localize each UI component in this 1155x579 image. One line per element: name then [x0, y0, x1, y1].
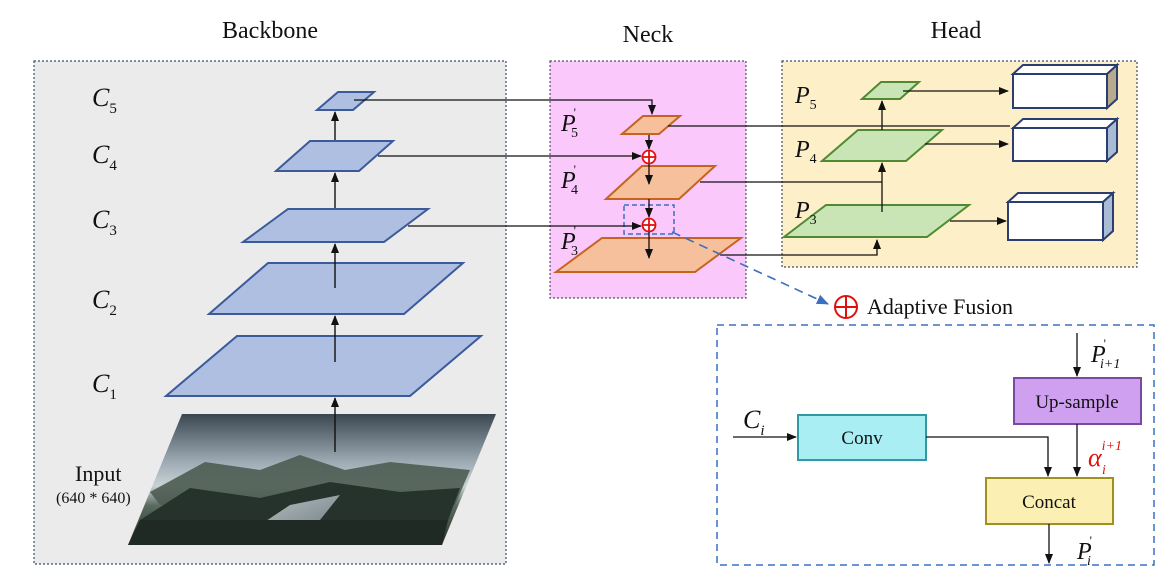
- label-pi1-prime: P'i+1: [1090, 336, 1120, 372]
- backbone-title: Backbone: [222, 18, 318, 44]
- concat-label: Concat: [1022, 492, 1077, 513]
- detector-box-p3: [1005, 190, 1116, 243]
- label-head-p3: P3: [794, 198, 817, 228]
- conv-block: [797, 414, 927, 461]
- label-neck-p3: P'3: [560, 223, 578, 259]
- label-head-p4: P4: [794, 137, 817, 167]
- input-size: (640 * 640): [56, 490, 131, 507]
- head-arrows: [668, 87, 1010, 256]
- detector-box-p4: [1010, 116, 1120, 164]
- head-labels: P5 P4 P3: [794, 83, 817, 228]
- label-head-p5: P5: [794, 83, 817, 113]
- detector-box-p5: [1010, 62, 1120, 111]
- label-c3: C3: [92, 205, 117, 239]
- concat-block: [985, 477, 1114, 525]
- upsample-block: [1013, 377, 1142, 425]
- backbone-layer-c1: [163, 335, 484, 397]
- backbone-layer-c4: [273, 140, 396, 172]
- neck-labels: P'5 P'4 P'3: [560, 105, 578, 259]
- head-layer-p4: [819, 129, 945, 162]
- label-c2: C2: [92, 285, 117, 319]
- label-c1: C1: [92, 369, 117, 403]
- input-label: Input: [75, 461, 121, 486]
- neck-fusion-symbol-p4: [641, 149, 657, 165]
- backbone-layer-c5: [314, 91, 377, 111]
- adaptive-fusion-title: Adaptive Fusion: [867, 294, 1013, 319]
- head-layers: [781, 81, 972, 238]
- neck-fusion-symbol-p3: [641, 217, 657, 233]
- neck-layer-p5: [619, 115, 683, 135]
- upsample-label: Up-sample: [1035, 392, 1118, 413]
- fusion-arrows: [733, 333, 1081, 564]
- conv-label: Conv: [841, 428, 883, 449]
- label-c5: C5: [92, 83, 117, 117]
- head-title: Head: [931, 18, 982, 44]
- label-ci: Ci: [743, 405, 765, 439]
- adaptive-fusion-symbol: [834, 295, 858, 319]
- label-c4: C4: [92, 140, 117, 174]
- backbone-layer-c2: [206, 262, 466, 315]
- neck-title: Neck: [623, 22, 674, 48]
- head-layer-p5: [859, 81, 922, 100]
- label-neck-p4: P'4: [560, 162, 578, 198]
- label-neck-p5: P'5: [560, 105, 578, 141]
- head-layer-p3: [781, 204, 972, 238]
- backbone-pyramid: [163, 91, 484, 397]
- backbone-layer-c3: [239, 208, 431, 243]
- label-pi-prime: P'i: [1076, 533, 1092, 569]
- input-image: [128, 414, 496, 545]
- backbone-labels: C5 C4 C3 C2 C1: [92, 83, 117, 403]
- fusion-callout-arrow: [671, 231, 829, 305]
- neck-arrows: [354, 99, 656, 259]
- neck-layer-p4: [603, 165, 718, 200]
